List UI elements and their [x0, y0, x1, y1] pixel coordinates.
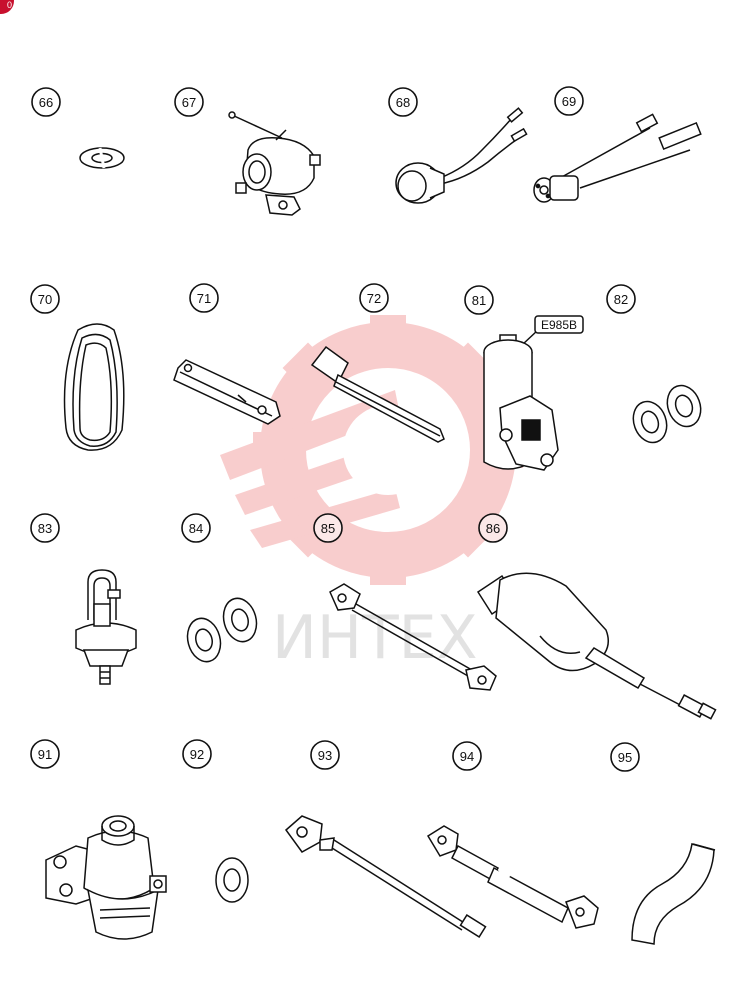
part-85-ground-cable	[329, 583, 497, 691]
watermark-gear-logo	[220, 315, 523, 585]
callout-81: 81	[464, 285, 494, 315]
part-91-fuel-pump	[45, 815, 167, 940]
part-69-sensor-connector	[533, 113, 702, 203]
part-82-washers	[632, 384, 702, 444]
callout-91: 91	[30, 739, 60, 769]
part-70-drive-belt	[63, 323, 125, 451]
part-71-bracket	[173, 359, 281, 425]
part-83-vacuum-valve	[75, 569, 137, 685]
callout-82-label: 82	[614, 292, 628, 307]
callout-72-label: 72	[367, 291, 381, 306]
callout-95-label: 95	[618, 750, 632, 765]
watermark-text: ИНТЕХ	[272, 603, 478, 673]
part-86-stop-solenoid	[476, 572, 717, 720]
callout-68: 68	[388, 87, 418, 117]
callout-86: 86	[478, 513, 508, 543]
callout-66: 66	[31, 87, 61, 117]
callout-81-label: 81	[472, 293, 486, 308]
callout-68-label: 68	[396, 95, 410, 110]
callout-91-label: 91	[38, 747, 52, 762]
callout-95: 95	[610, 742, 640, 772]
callout-82: 82	[606, 284, 636, 314]
callout-92: 92	[182, 739, 212, 769]
part-68-sender-unit	[395, 107, 528, 204]
part-93-fuel-line	[284, 815, 487, 938]
part-94-hose-assembly	[426, 825, 599, 929]
callout-84-label: 84	[189, 521, 203, 536]
callout-83: 83	[30, 513, 60, 543]
corner-mark: 0	[0, 0, 14, 14]
callout-67-label: 67	[182, 95, 196, 110]
part-code-label: E985B	[541, 318, 577, 332]
callout-93: 93	[310, 740, 340, 770]
callout-85-label: 85	[321, 521, 335, 536]
callout-69-label: 69	[562, 94, 576, 109]
callout-93-label: 93	[318, 748, 332, 763]
callout-70: 70	[30, 284, 60, 314]
callout-72: 72	[359, 283, 389, 313]
callout-71-label: 71	[197, 291, 211, 306]
callout-92-label: 92	[190, 747, 204, 762]
part-67-solenoid	[228, 111, 321, 216]
part-95-rubber-hose	[631, 843, 716, 945]
callout-94-label: 94	[460, 749, 474, 764]
callout-86-label: 86	[486, 521, 500, 536]
callout-84: 84	[181, 513, 211, 543]
callout-85: 85	[313, 513, 343, 543]
part-66-split-washer	[79, 147, 125, 169]
callout-67: 67	[174, 87, 204, 117]
callout-71: 71	[189, 283, 219, 313]
callout-66-label: 66	[39, 95, 53, 110]
part-84-washers	[186, 597, 258, 663]
callout-83-label: 83	[38, 521, 52, 536]
callout-69: 69	[554, 86, 584, 116]
callout-94: 94	[452, 741, 482, 771]
part-72-cable-tie	[310, 345, 445, 443]
part-81-fuel-solenoid	[483, 329, 559, 471]
callout-70-label: 70	[38, 292, 52, 307]
part-code-callout: E985B	[534, 315, 584, 334]
part-92-washer	[215, 857, 249, 903]
